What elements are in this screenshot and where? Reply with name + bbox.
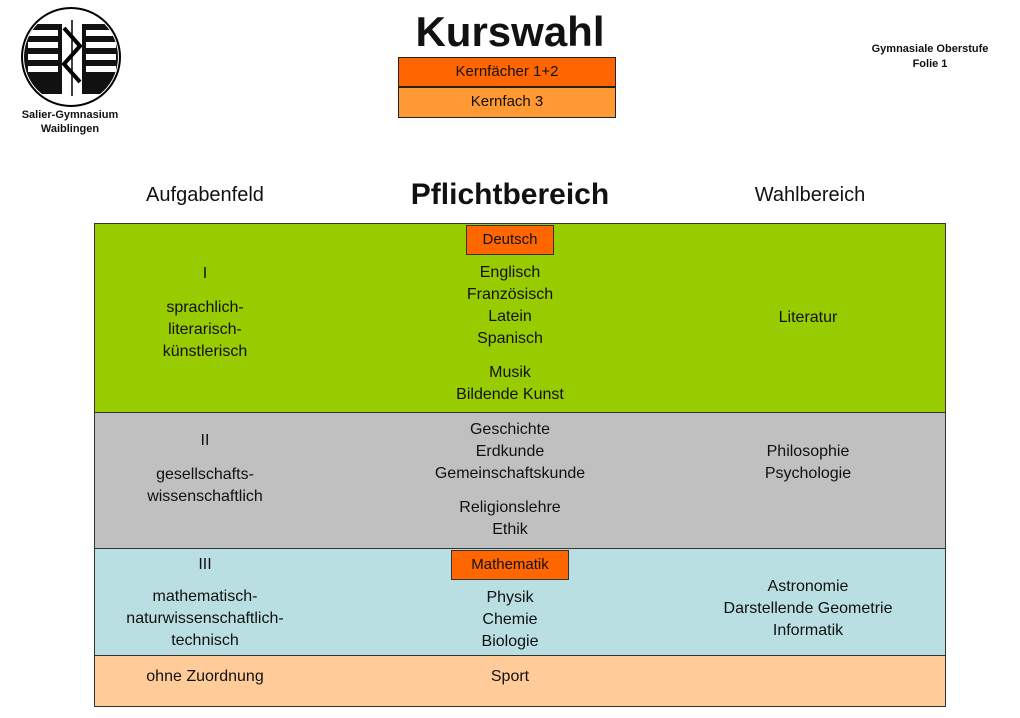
column-header-aufgabenfeld: Aufgabenfeld <box>146 184 264 206</box>
pflicht-field-1: Englisch Französisch Latein Spanisch Mus… <box>380 262 640 406</box>
school-name-line2: Waiblingen <box>40 123 100 135</box>
wahl-philosophie: Philosophie <box>766 443 850 460</box>
field-2-line1: gesellschafts- <box>156 466 254 483</box>
legend-kernfach3: Kernfach 3 <box>398 87 616 118</box>
subject-gemeinschaftskunde: Gemeinschaftskunde <box>434 465 586 482</box>
wahl-astronomie: Astronomie <box>767 578 849 595</box>
subject-franzoesisch: Französisch <box>466 286 554 303</box>
subject-englisch: Englisch <box>479 264 541 281</box>
field-1: I sprachlich- literarisch- künstlerisch <box>105 263 305 363</box>
wahl-informatik: Informatik <box>772 622 844 639</box>
subject-musik: Musik <box>489 364 531 381</box>
field-3-line3: technisch <box>171 632 239 649</box>
column-header-wahlbereich: Wahlbereich <box>754 184 866 206</box>
field-band-2 <box>94 412 946 549</box>
field-1-line2: literarisch- <box>168 321 242 338</box>
wahl-field-2: Philosophie Psychologie <box>708 441 908 485</box>
field-3-line2: naturwissenschaftlich- <box>126 610 284 627</box>
wahl-field-3: Astronomie Darstellende Geometrie Inform… <box>688 576 928 642</box>
wahl-psychologie: Psychologie <box>764 465 852 482</box>
pflicht-field-3: Physik Chemie Biologie <box>380 587 640 653</box>
subject-latein: Latein <box>488 308 532 325</box>
subject-physik: Physik <box>486 589 534 606</box>
subject-chemie: Chemie <box>482 611 538 628</box>
field-1-line1: sprachlich- <box>166 299 244 316</box>
subject-religionslehre: Religionslehre <box>459 499 561 516</box>
field-ohne-zuordnung: ohne Zuordnung <box>146 668 264 685</box>
school-logo <box>20 6 122 108</box>
field-3: III mathematisch- naturwissenschaftlich-… <box>100 554 310 652</box>
field-band-4 <box>94 655 946 707</box>
pflicht-field-2: Geschichte Erdkunde Gemeinschaftskunde R… <box>380 419 640 541</box>
subject-erdkunde: Erdkunde <box>475 443 545 460</box>
column-header-pflichtbereich: Pflichtbereich <box>410 178 610 211</box>
field-3-numeral: III <box>198 556 212 573</box>
subject-biologie: Biologie <box>481 633 539 650</box>
page-title: Kurswahl <box>415 8 605 55</box>
field-1-numeral: I <box>202 265 208 282</box>
subject-ethik: Ethik <box>492 521 528 538</box>
field-2-line2: wissenschaftlich <box>147 488 263 505</box>
slide-info: Gymnasiale Oberstufe Folie 1 <box>860 42 1000 72</box>
core-subject-deutsch: Deutsch <box>466 225 554 255</box>
school-name: Salier-Gymnasium Waiblingen <box>0 108 140 136</box>
field-2-numeral: II <box>200 432 210 449</box>
slide-subtitle: Gymnasiale Oberstufe <box>871 43 989 55</box>
subject-bildende-kunst: Bildende Kunst <box>456 386 564 403</box>
field-2: II gesellschafts- wissenschaftlich <box>105 430 305 508</box>
core-subject-mathematik: Mathematik <box>451 550 569 580</box>
slide-number: Folie 1 <box>912 58 948 70</box>
subject-geschichte: Geschichte <box>469 421 551 438</box>
subject-spanisch: Spanisch <box>477 330 543 347</box>
field-1-line3: künstlerisch <box>162 343 248 360</box>
school-name-line1: Salier-Gymnasium <box>21 109 119 121</box>
wahl-darstellende-geometrie: Darstellende Geometrie <box>723 600 893 617</box>
subject-sport: Sport <box>490 668 530 685</box>
field-3-line1: mathematisch- <box>152 588 258 605</box>
wahl-literatur: Literatur <box>778 309 838 326</box>
legend-kernfaecher: Kernfächer 1+2 <box>398 57 616 87</box>
